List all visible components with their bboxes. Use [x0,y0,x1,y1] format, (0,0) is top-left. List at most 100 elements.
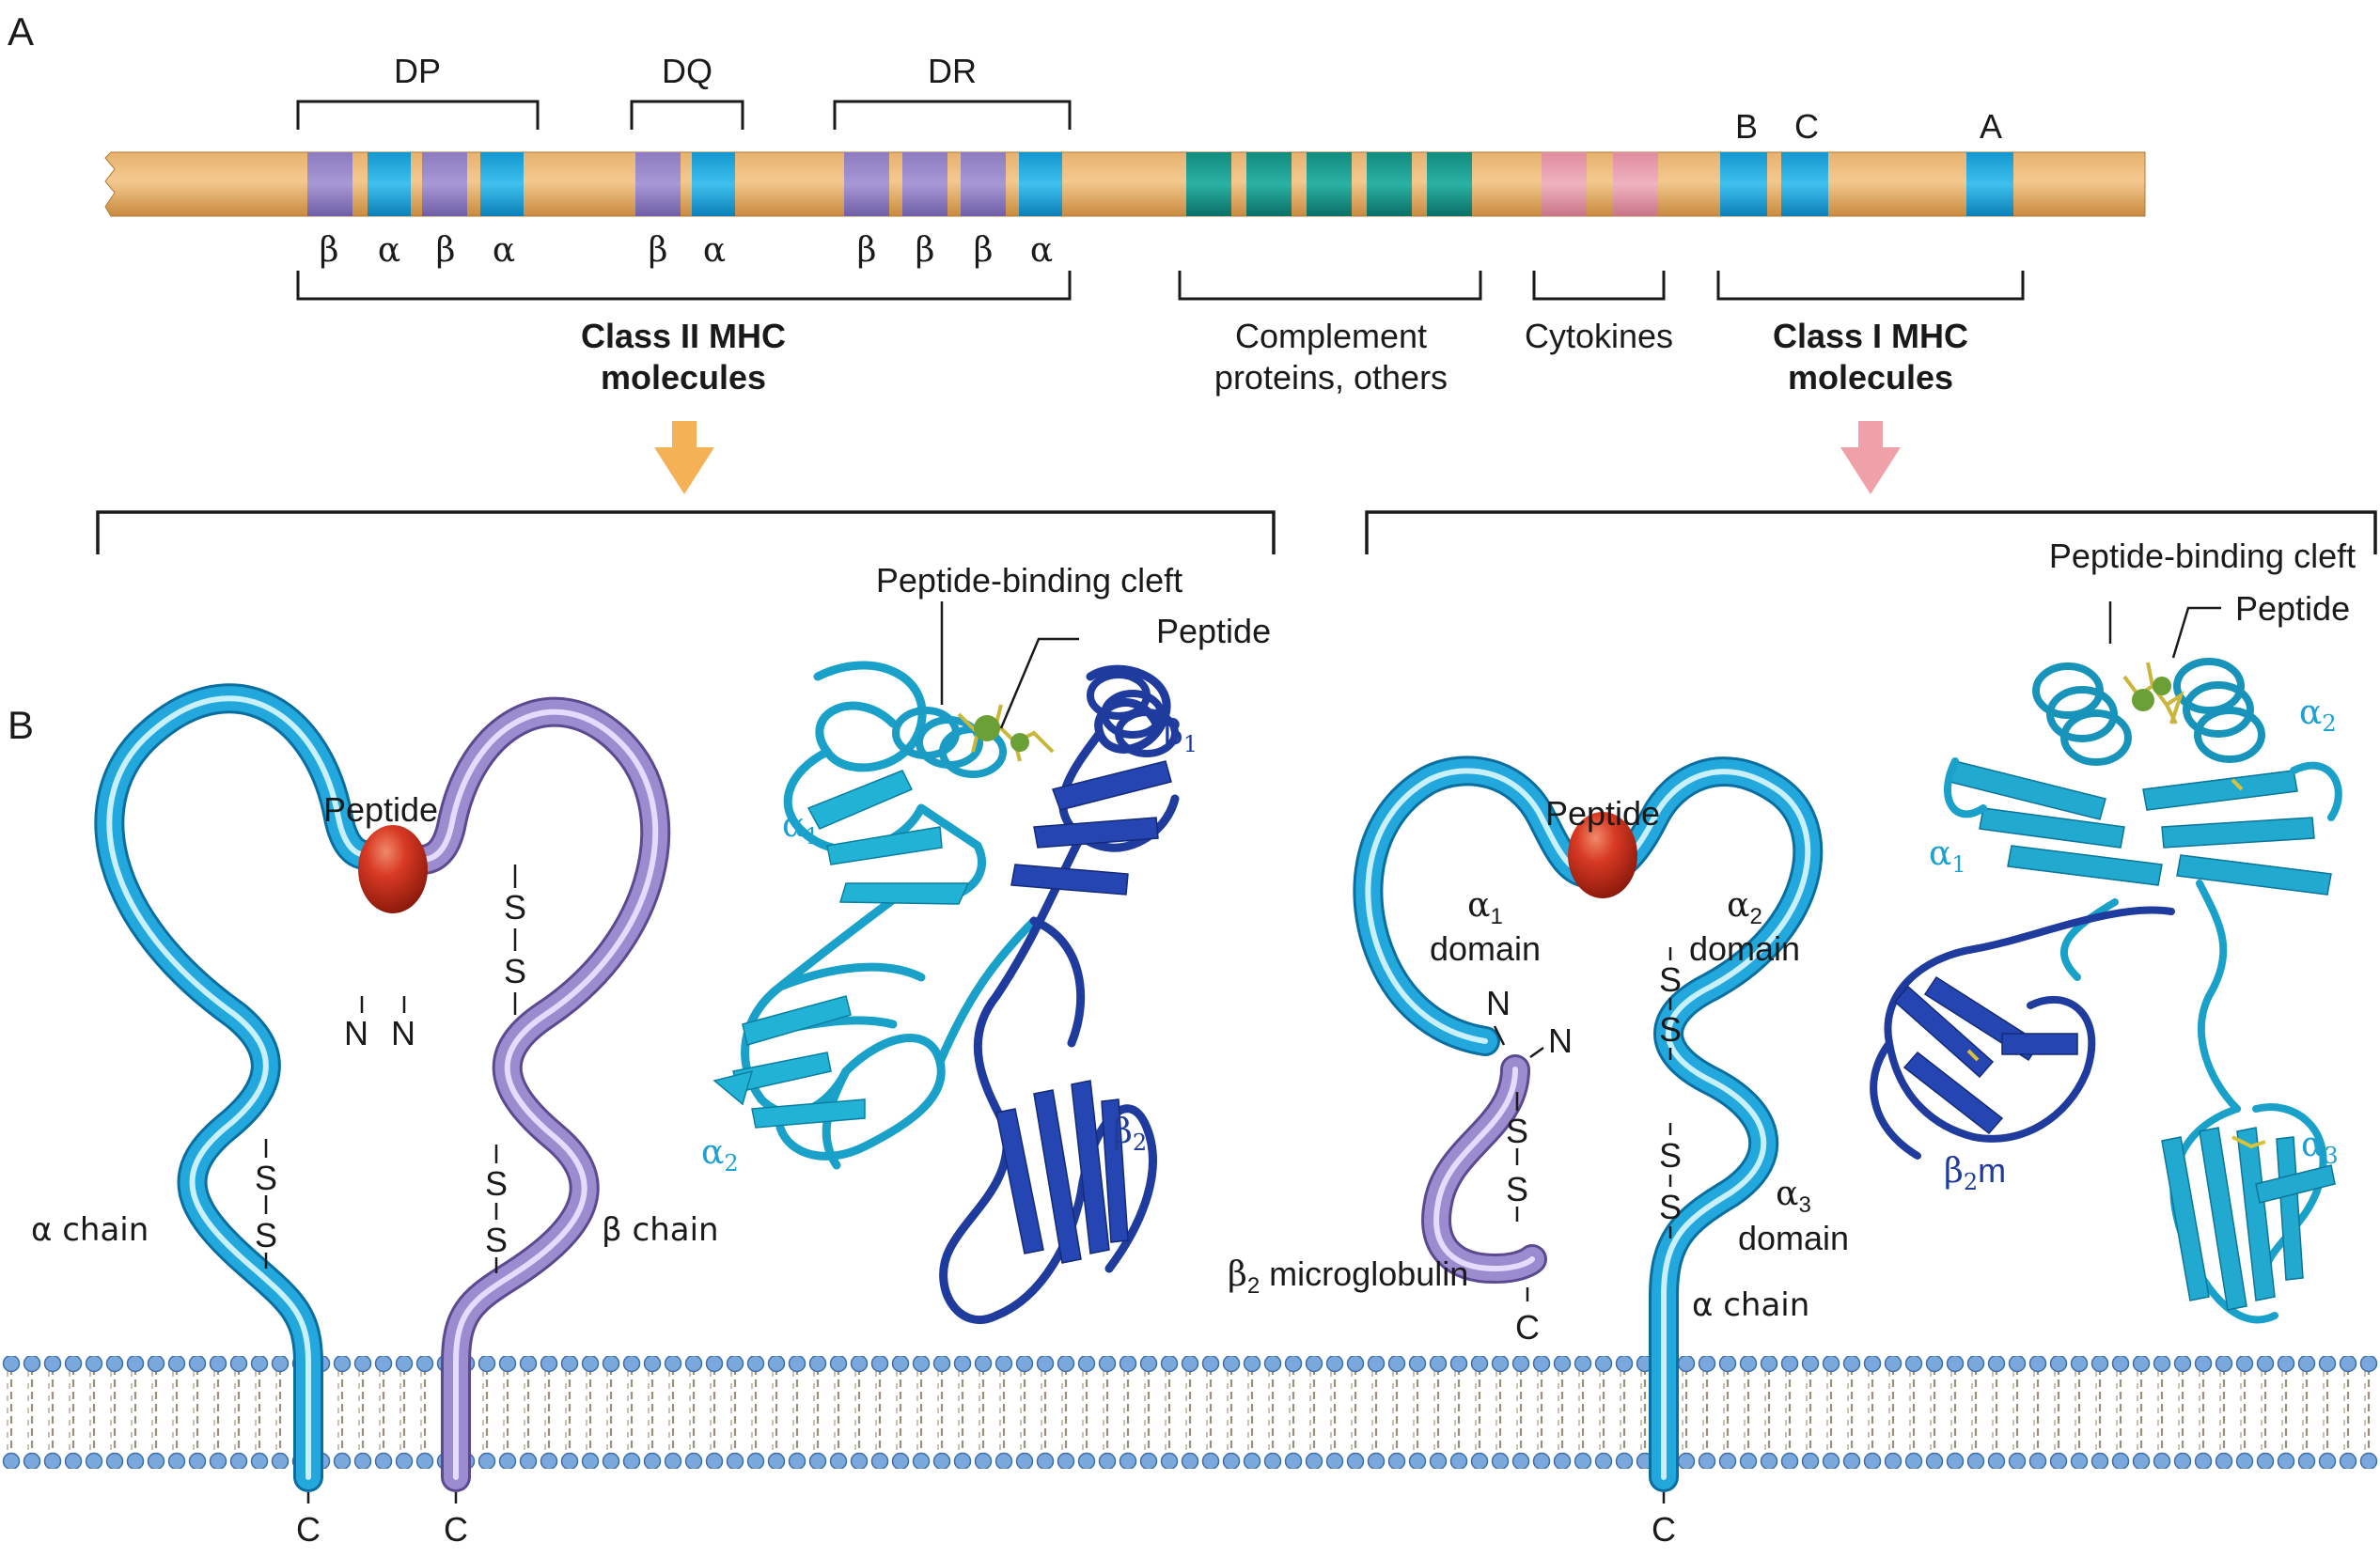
class1-ribbon-b2m-sheets [1893,975,2078,1135]
region-complement-line2: proteins, others [1214,358,1448,397]
class2-ribbon-beta2-label: β2 [1113,1113,1147,1156]
region-class1-line1: Class I MHC [1773,317,1968,355]
region-class2-line1: Class II MHC [581,317,786,355]
class1-ribbon-structure: Peptide-binding cleft Peptide α2 α1 α3 β… [1870,537,2356,1324]
class1-b2m-chain [1421,1054,1547,1284]
class1-ribbon-helices [2032,658,2265,766]
class1-alpha3-domain: domain [1738,1219,1849,1257]
gene-group-brackets [296,100,1072,130]
class1-ribbon-peptide [2122,662,2184,724]
region-cytokines: Cytokines [1525,317,1673,355]
gene-greek-dq-1: β [649,231,668,270]
class1-n-term-alpha: N [1486,984,1511,1022]
class1-alpha2-s2: S [1659,1010,1682,1049]
gene-complement-4 [1367,152,1412,216]
class1-ribbon-peptide-label: Peptide [2235,589,2350,628]
class2-c-term-beta: C [444,1510,468,1549]
class2-cleft-label: Peptide-binding cleft [876,561,1182,600]
gene-greek-dq-2: α [703,231,726,270]
gene-greek-dr-2: β [916,231,935,270]
gene-complement-1 [1186,152,1231,216]
class1-ribbon-b2m [1870,906,2175,1160]
gene-cytokine-2 [1613,152,1658,216]
class2-alpha-s2: S [255,1216,277,1254]
gene-complement-2 [1246,152,1292,216]
class1-alpha2-label: α2 [1727,886,1762,929]
class2-ribbon-alpha1-label: α1 [782,806,820,849]
class2-n-term-alpha: N [344,1014,368,1052]
gene-class1-a [1966,152,2013,216]
class1-c-term-alpha: C [1652,1510,1676,1549]
class1-alpha1-domain: domain [1430,929,1541,968]
class1-b2m-s1: S [1506,1112,1528,1150]
panel-label-b: B [8,703,34,747]
class2-alpha-chain-label: α chain [31,1211,149,1249]
class2-ribbon-alpha-sheets [712,770,970,1129]
section-brackets [96,510,2377,554]
class1-c-term-b2m: C [1515,1308,1540,1347]
class1-cleft-label: Peptide-binding cleft [2049,537,2356,575]
chromosome [104,151,2146,217]
gene-cytokine-1 [1542,152,1587,216]
class2-ribbon-beta1-label: β1 [1164,714,1198,757]
gene-label-b: B [1735,107,1758,146]
gene-label-a: A [1980,107,2002,146]
group-label-dq: DQ [662,52,712,90]
gene-dp-beta-2 [422,152,467,216]
class1-alpha-chain-label: α chain [1692,1286,1809,1324]
class2-ribbon-alpha2-label: α2 [701,1133,739,1176]
class2-beta-s3: S [485,1164,508,1203]
gene-greek-dr-1: β [857,231,877,270]
region-brackets [296,271,2025,301]
class2-beta-s4: S [485,1221,508,1259]
gene-class1-b [1720,152,1767,216]
gene-greek-dr-4: α [1030,231,1053,270]
class1-schematic: Peptide N N C C S S S S S S α1 domain α2… [1228,756,1849,1549]
class1-alpha2-s1: S [1659,960,1682,999]
class1-ribbon-alpha1-label: α1 [1929,834,1966,878]
group-label-dp: DP [394,52,441,90]
class2-ribbon-peptide-label: Peptide [1156,612,1271,650]
arrow-class1 [1840,421,1901,494]
arrow-class2 [654,421,714,494]
class2-alpha-s1: S [255,1159,277,1197]
class1-alpha1-label: α1 [1467,886,1503,929]
gene-complement-5 [1427,152,1472,216]
gene-complement-3 [1307,152,1352,216]
class2-beta-s2: S [504,952,526,990]
gene-greek-dp-1: β [320,231,339,270]
class2-ribbon-structure: Peptide-binding cleft Peptide α1 β1 α2 β… [701,561,1271,1325]
class2-peptide-label: Peptide [323,790,438,829]
gene-greek-dp-2: α [378,231,400,270]
class1-ribbon-alpha3-label: α3 [2301,1126,2339,1169]
gene-dr-alpha [1019,152,1062,216]
class2-ribbon-peptide [957,704,1055,762]
region-class2-line2: molecules [601,358,766,397]
gene-dp-alpha-2 [480,152,524,216]
gene-greek-dp-3: β [436,231,456,270]
class2-beta-chain [406,696,671,1492]
gene-dr-beta-2 [902,152,947,216]
gene-dr-beta-3 [961,152,1006,216]
class2-alpha-chain [94,683,382,1492]
class1-ribbon-b2m-label: β2m [1944,1151,2006,1195]
gene-greek-dr-3: β [974,231,994,270]
gene-dp-alpha-1 [368,152,411,216]
region-complement-line1: Complement [1235,317,1427,355]
class1-peptide-label: Peptide [1545,794,1660,833]
class2-beta-chain-label: β chain [602,1211,719,1249]
gene-dq-beta [635,152,681,216]
class1-ribbon-alpha2-label: α2 [2299,693,2337,737]
gene-dq-alpha [692,152,735,216]
gene-dp-beta-1 [307,152,352,216]
class2-ribbon-beta-helix [1087,671,1179,757]
class2-schematic: Peptide N N C C S S S S S S α chain β ch… [31,683,719,1549]
gene-label-c: C [1794,107,1819,146]
class1-ribbon-alpha3-sheets [2161,1127,2336,1311]
class2-ribbon-beta-sheets [995,760,1172,1264]
class1-alpha3-s1: S [1659,1136,1682,1175]
class1-ribbon-platform-sheets [1949,760,2332,896]
